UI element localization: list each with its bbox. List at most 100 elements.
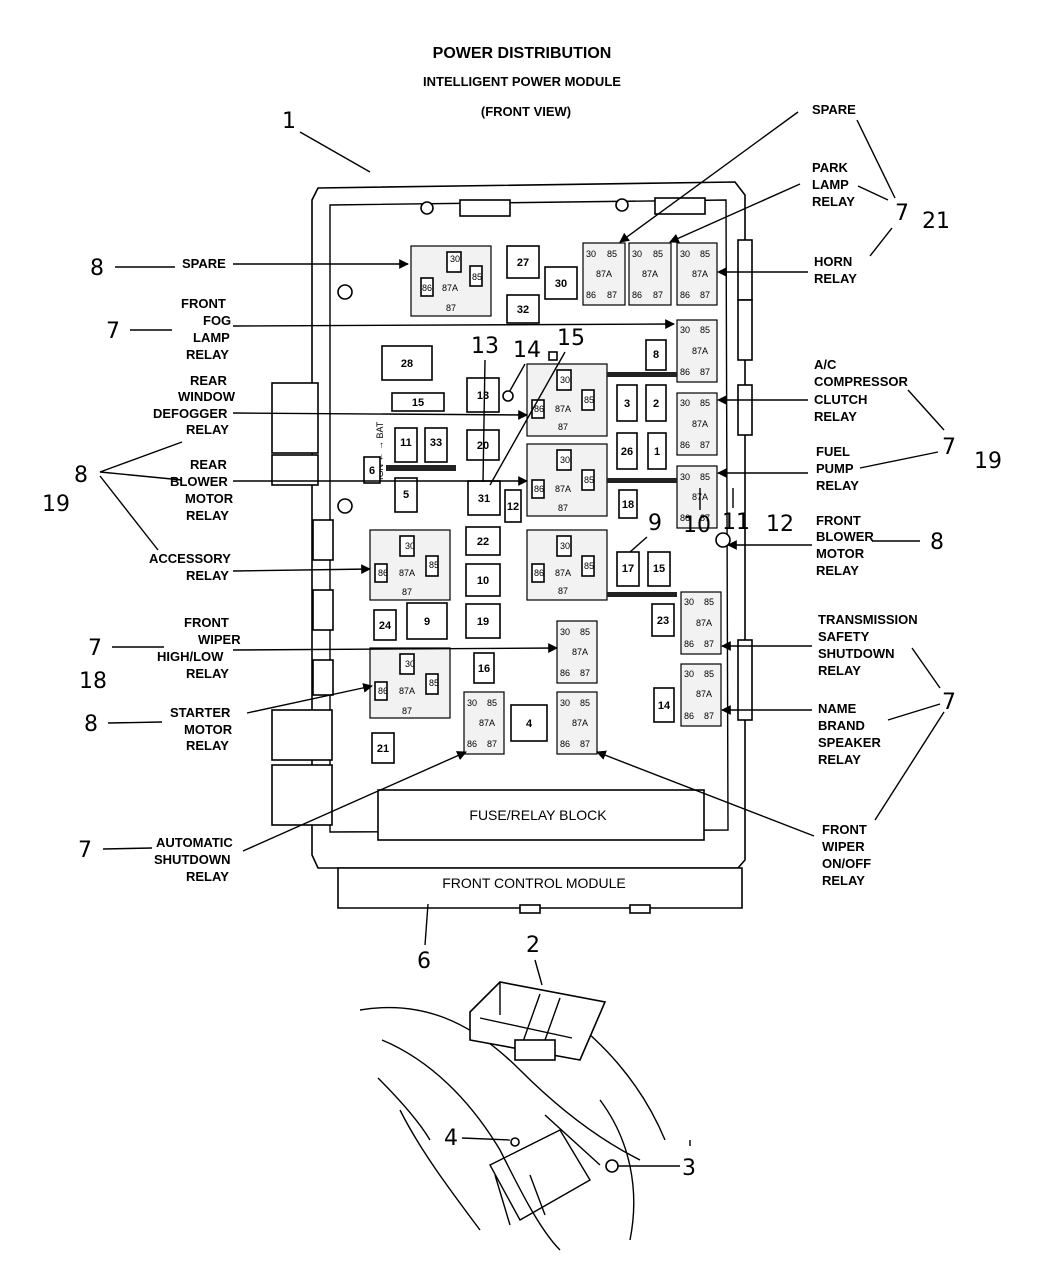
callout-label: SPARE [812, 102, 856, 117]
callout-label: FUEL [816, 444, 850, 459]
callout-number: 7 [88, 636, 102, 661]
cavity-label: 31 [478, 493, 490, 505]
cavity-label: 8 [653, 349, 659, 361]
pin-label: 30 [560, 375, 570, 385]
relay-center-lower: 30 86 87A 85 87 [526, 529, 608, 601]
pin-label: 86 [422, 283, 432, 293]
pin-label: 86 [680, 440, 690, 450]
cavity-label: 33 [430, 437, 442, 449]
pin-label: 87 [704, 711, 714, 721]
part-number-21: 21 [922, 209, 950, 234]
pin-label: 87 [700, 367, 710, 377]
callout-label: HORN [814, 254, 852, 269]
cavity-label: 15 [653, 563, 665, 575]
callout-label: FRONT [822, 822, 867, 837]
pin-label: 85 [584, 561, 594, 571]
pin-label: 86 [534, 484, 544, 494]
callout-label: NAME [818, 701, 857, 716]
callout-label: WIPER [822, 839, 865, 854]
cavity-label: 21 [377, 743, 389, 755]
right-callouts: SPARE PARK LAMP RELAY 7 21 HORN RELAY A/… [596, 102, 1002, 888]
cavity-label: 6 [369, 465, 375, 477]
pin-label: 30 [560, 541, 570, 551]
callout-label: PARK [812, 160, 848, 175]
cavity-label: 13 [477, 390, 489, 402]
callout-number: 7 [106, 319, 120, 344]
pin-label: 86 [378, 686, 388, 696]
mini-relay-park-lamp: 30 85 87A 86 87 [628, 242, 672, 306]
callout-label: BLOWER [816, 529, 874, 544]
callout-number: 8 [90, 256, 104, 281]
pin-label: 87A [596, 269, 612, 279]
part-number-12: 12 [766, 512, 794, 537]
pin-label: 85 [472, 272, 482, 282]
cavity-label: 15 [412, 397, 424, 409]
pin-label: 87 [580, 739, 590, 749]
pin-label: 87 [700, 290, 710, 300]
callout-label: WINDOW [178, 389, 236, 404]
callout-label: SHUTDOWN [818, 646, 895, 661]
front-control-module-label: FRONT CONTROL MODULE [442, 875, 626, 891]
pin-label: 30 [405, 659, 415, 669]
callout-label: WIPER [198, 632, 241, 647]
pin-label: 86 [586, 290, 596, 300]
pin-label: 87A [572, 647, 588, 657]
pin-label: 87A [696, 618, 712, 628]
callout-label: RELAY [186, 869, 229, 884]
cavity-label: 16 [478, 663, 490, 675]
callout-label: FOG [203, 313, 231, 328]
pin-label: 87 [558, 586, 568, 596]
pin-label: 87A [692, 346, 708, 356]
pin-label: 87A [442, 283, 458, 293]
callout-label: ACCESSORY [149, 551, 231, 566]
cavity-label: 28 [401, 358, 413, 370]
callout-label: RELAY [816, 478, 859, 493]
relay-spare-left: 30 86 87A 85 87 [410, 245, 492, 317]
mini-relay-wiper-on-off: 30 85 87A 86 87 [556, 691, 598, 755]
mini-relay-wiper-high-low: 30 85 87A 86 87 [556, 620, 598, 684]
pin-label: 87A [555, 484, 571, 494]
mini-relay-transmission: 30 85 87A 86 87 [680, 591, 722, 655]
pin-label: 30 [680, 249, 690, 259]
pin-label: 86 [534, 568, 544, 578]
pin-label: 86 [467, 739, 477, 749]
cavity-label: 11 [400, 437, 412, 449]
pin-label: 30 [560, 627, 570, 637]
relay-rear-blower-motor: 30 86 87A 85 87 [526, 443, 608, 517]
relay-rear-window-defogger: 30 86 87A 85 87 [526, 363, 608, 437]
pin-label: 85 [700, 325, 710, 335]
cavity-label: 3 [624, 398, 630, 410]
pin-label: 87 [487, 739, 497, 749]
callout-label: RELAY [814, 271, 857, 286]
part-number-10: 10 [683, 513, 711, 538]
relay-accessory: 30 86 87A 85 87 [369, 529, 451, 601]
cavity-label: 32 [517, 304, 529, 316]
pin-label: 87 [446, 303, 456, 313]
pin-label: 85 [704, 669, 714, 679]
cavity-label: 12 [507, 501, 519, 513]
cavity-label: 19 [477, 616, 489, 628]
pin-label: 87 [700, 440, 710, 450]
pin-label: 30 [680, 325, 690, 335]
callout-label: AUTOMATIC [156, 835, 233, 850]
cavity-label: 23 [657, 615, 669, 627]
pin-label: 86 [534, 404, 544, 414]
callout-label: REAR [190, 373, 227, 388]
left-callouts: 8 SPARE 7 FRONT FOG LAMP RELAY REAR WIND… [42, 256, 675, 884]
pin-label: 87A [555, 568, 571, 578]
callout-label: MOTOR [816, 546, 865, 561]
pin-label: 85 [584, 475, 594, 485]
callout-label: STARTER [170, 705, 231, 720]
pin-label: 87A [696, 689, 712, 699]
pin-label: 87A [572, 718, 588, 728]
pin-label: 30 [405, 541, 415, 551]
callout-label: ON/OFF [822, 856, 871, 871]
pin-label: 87 [402, 706, 412, 716]
pin-label: 85 [700, 249, 710, 259]
part-number-3: 3 [682, 1156, 696, 1181]
pin-label: 86 [684, 711, 694, 721]
cavity-label: 14 [658, 700, 671, 712]
callout-label: RELAY [812, 194, 855, 209]
callout-label: TRANSMISSION [818, 612, 918, 627]
